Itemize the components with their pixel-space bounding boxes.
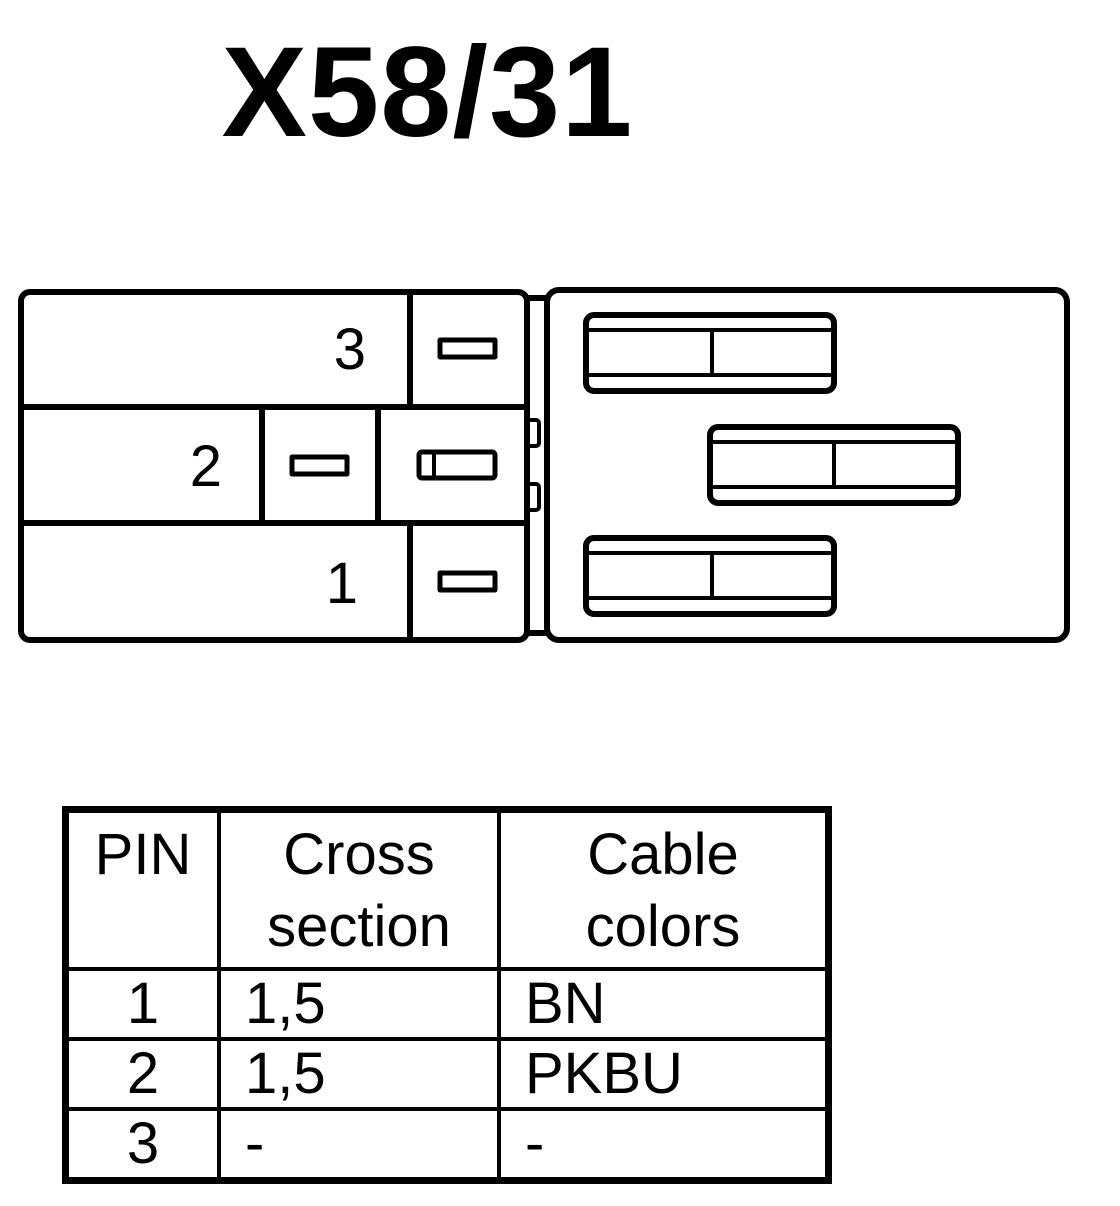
table-row: 2 1,5 PKBU: [63, 1037, 831, 1111]
pin-label-3: 3: [334, 317, 366, 382]
cell-cross-section: 1,5: [217, 1037, 501, 1111]
cell-cable-color: -: [497, 1107, 831, 1183]
table-row: 3 - -: [63, 1107, 831, 1183]
pin-slot-2b: [416, 449, 498, 481]
table-header-row: PIN Cross section Cable colors: [63, 807, 831, 971]
pin-label-1: 1: [326, 551, 358, 616]
pin-label-2: 2: [190, 434, 222, 499]
pin-assignment-table: PIN Cross section Cable colors 1 1,5 BN …: [62, 806, 832, 1184]
pin-slot-1: [437, 570, 498, 593]
connector-diagram: 3 2 1: [18, 287, 1070, 643]
cell-pin: 3: [63, 1107, 221, 1183]
connector-title: X58/31: [221, 21, 634, 164]
cell-pin: 1: [63, 967, 221, 1041]
connector-right-housing: [544, 287, 1070, 643]
cell-cross-section: 1,5: [217, 967, 501, 1041]
header-cross-section: Cross section: [217, 807, 501, 971]
connector-left-housing: [18, 289, 530, 643]
pin-slot-2a: [289, 454, 350, 477]
terminal-bottom: [583, 535, 837, 617]
cell-cable-color: BN: [497, 967, 831, 1041]
table-row: 1 1,5 BN: [63, 967, 831, 1041]
cell-pin: 2: [63, 1037, 221, 1111]
cell-cross-section: -: [217, 1107, 501, 1183]
terminal-middle: [707, 424, 961, 506]
header-pin: PIN: [63, 807, 221, 971]
cell-cable-color: PKBU: [497, 1037, 831, 1111]
terminal-top: [583, 312, 837, 394]
header-cable-colors: Cable colors: [497, 807, 831, 971]
pin-slot-3: [437, 337, 498, 360]
